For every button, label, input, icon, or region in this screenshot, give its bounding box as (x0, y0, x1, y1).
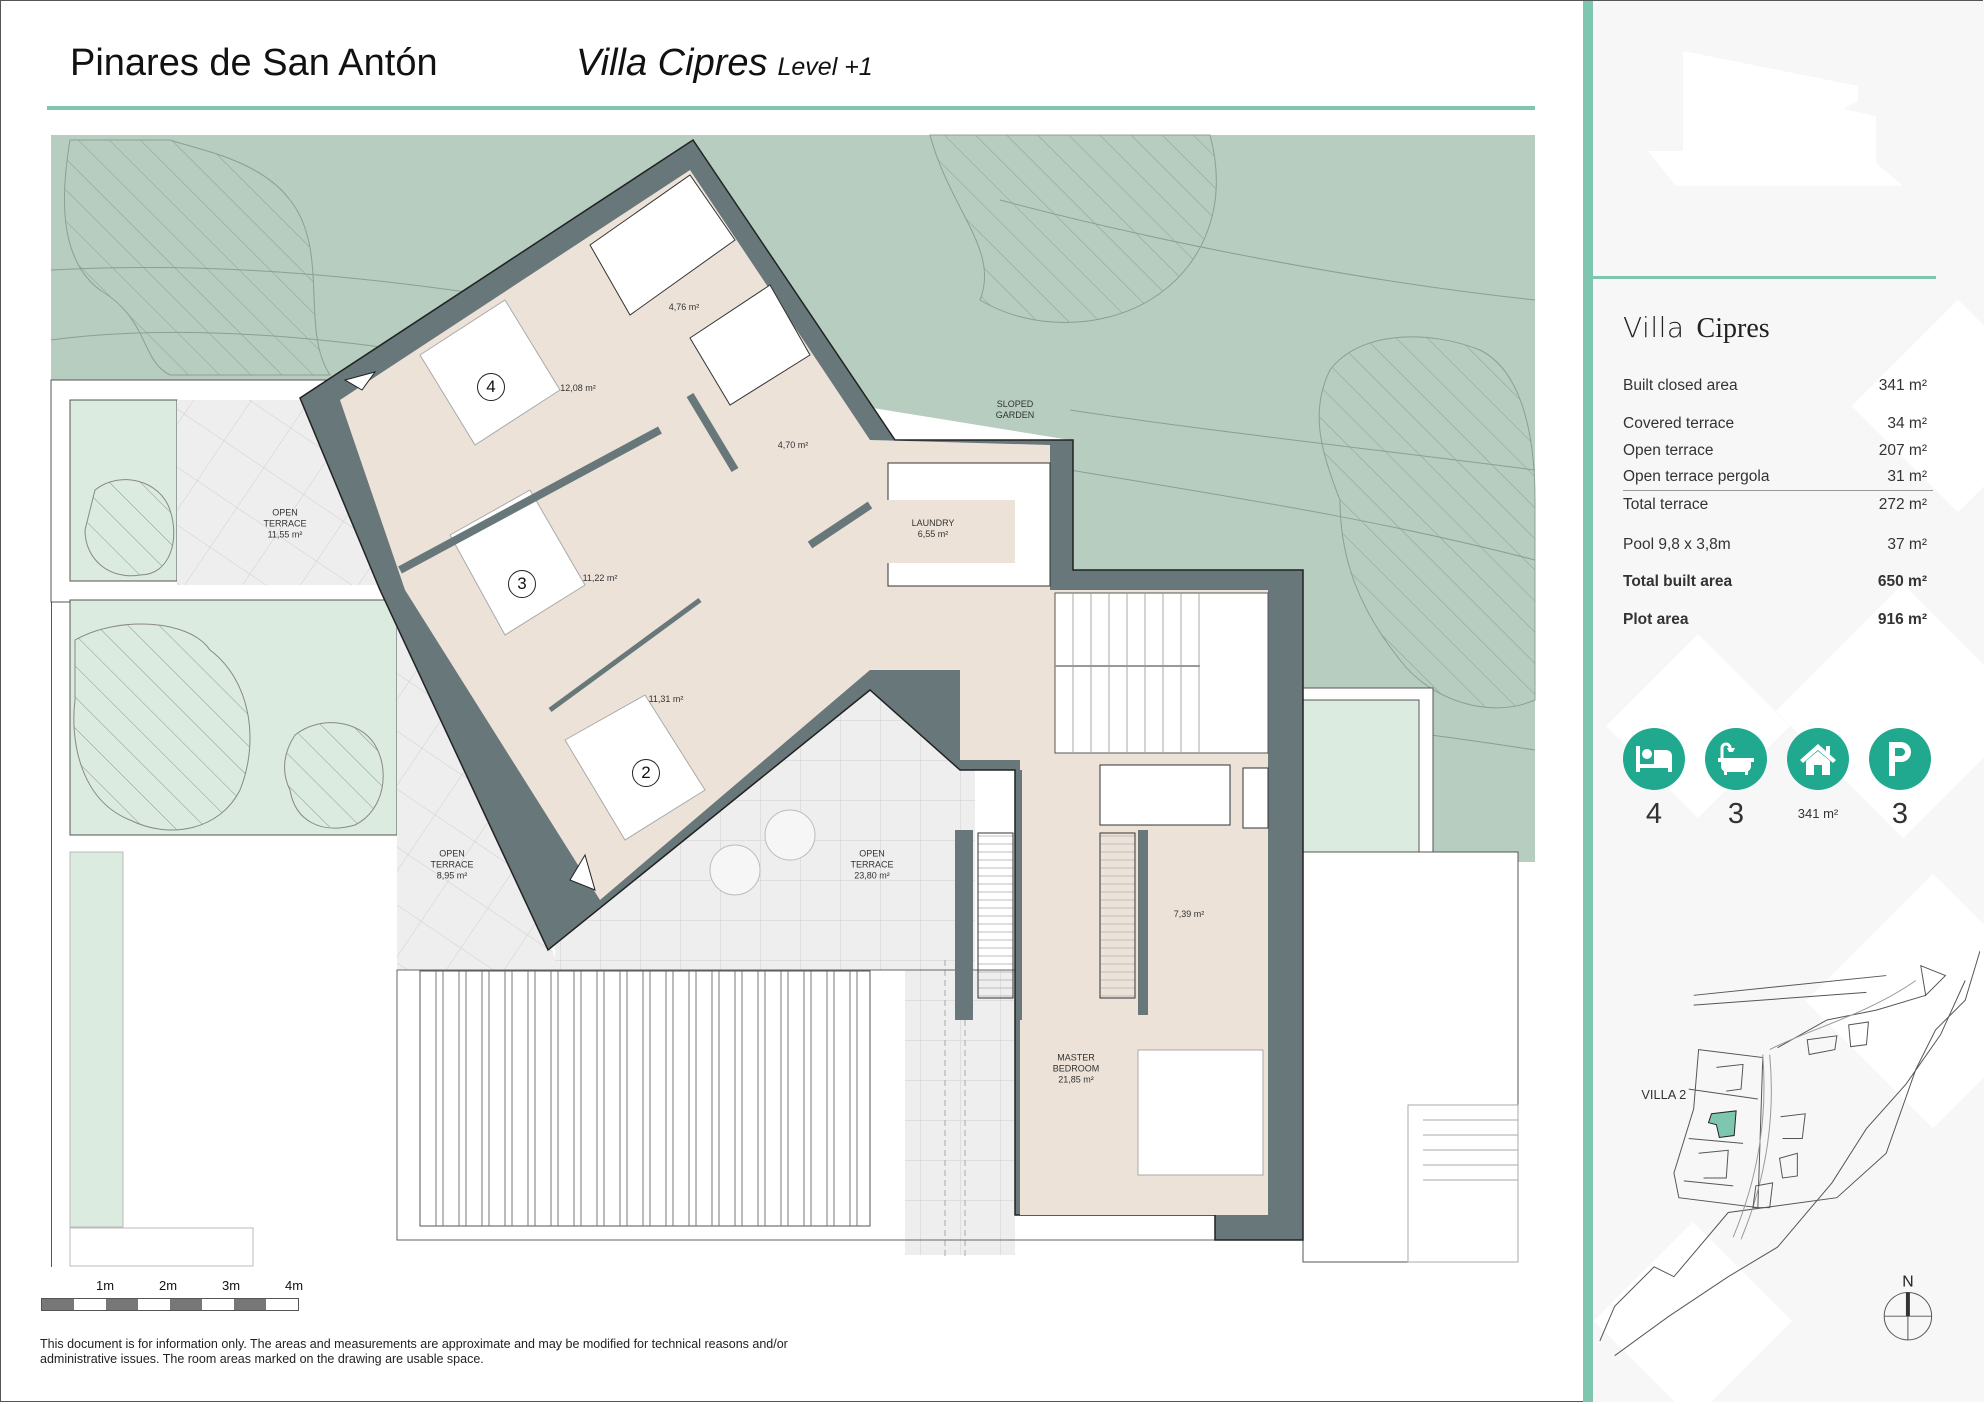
feature-built-area: 341 m² (1787, 728, 1849, 821)
floor-plan: SLOPED GARDEN LAUNDRY 6,55 m² OPEN TERRA… (50, 134, 1536, 1267)
villa-silhouette-icon (1648, 51, 1903, 186)
room-number-4: 4 (477, 373, 505, 401)
panel-title-serif: Cipres (1696, 313, 1770, 344)
built-area-value: 341 m² (1797, 806, 1839, 821)
villa-title: Villa Cipres Level +1 (576, 42, 873, 85)
parking-count: 3 (1891, 798, 1909, 830)
parking-icon (1869, 728, 1931, 790)
scale-bar: 1m 2m 3m 4m (41, 1278, 341, 1311)
label-sloped-garden: SLOPED GARDEN (995, 399, 1035, 420)
label-open-terrace-nw: OPEN TERRACE 11,55 m² (263, 507, 307, 540)
site-location-map: VILLA 2 N (1599, 950, 1980, 1357)
label-open-terrace-s: OPEN TERRACE 23,80 m² (850, 848, 894, 881)
scale-label-1m: 1m (95, 1278, 115, 1293)
house-icon (1787, 728, 1849, 790)
villa-name: Villa Cipres (576, 42, 768, 84)
floor-plan-drawing (50, 134, 1536, 1267)
room-number-3: 3 (508, 570, 536, 598)
bathtub-icon (1705, 728, 1767, 790)
feature-parking: 3 (1869, 728, 1931, 831)
north-label: N (1902, 1274, 1913, 1291)
area-bedroom-2: 11,31 m² (648, 694, 684, 704)
scale-label-2m: 2m (158, 1278, 178, 1293)
feature-icons: 4 3 341 m² 3 (1623, 728, 1953, 838)
panel-divider (1593, 276, 1936, 279)
header-divider (47, 106, 1535, 110)
north-arrow-icon: N (1883, 1274, 1933, 1341)
label-laundry: LAUNDRY 6,55 m² (911, 518, 955, 539)
area-bath-4: 4,76 m² (668, 302, 700, 312)
disclaimer-text: This document is for information only. T… (40, 1337, 788, 1366)
scale-label-4m: 4m (284, 1278, 304, 1293)
area-bedroom-3: 11,22 m² (582, 573, 618, 583)
bathrooms-count: 3 (1727, 798, 1745, 830)
area-bath-3: 4,70 m² (777, 440, 809, 450)
scale-bar-segments (41, 1298, 299, 1311)
bed-icon (1623, 728, 1685, 790)
area-table-divider (1623, 490, 1933, 491)
project-title: Pinares de San Antón (70, 42, 438, 84)
scale-bar-labels: 1m 2m 3m 4m (41, 1278, 341, 1298)
panel-title-light: Villa (1623, 311, 1685, 344)
area-bedroom-4: 12,08 m² (560, 383, 596, 393)
site-map-villa-label: VILLA 2 (1641, 1087, 1686, 1102)
area-master-bath: 7,39 m² (1173, 909, 1205, 919)
panel-villa-title: Villa Cipres (1623, 311, 1770, 345)
label-master-bedroom: MASTER BEDROOM 21,85 m² (1052, 1052, 1100, 1085)
scale-label-3m: 3m (221, 1278, 241, 1293)
feature-bathrooms: 3 (1705, 728, 1767, 831)
room-number-2: 2 (632, 759, 660, 787)
bedrooms-count: 4 (1645, 798, 1663, 830)
feature-bedrooms: 4 (1623, 728, 1685, 831)
level-label: Level +1 (777, 53, 873, 81)
label-open-terrace-w: OPEN TERRACE 8,95 m² (430, 848, 474, 881)
panel-accent-bar (1583, 1, 1593, 1402)
